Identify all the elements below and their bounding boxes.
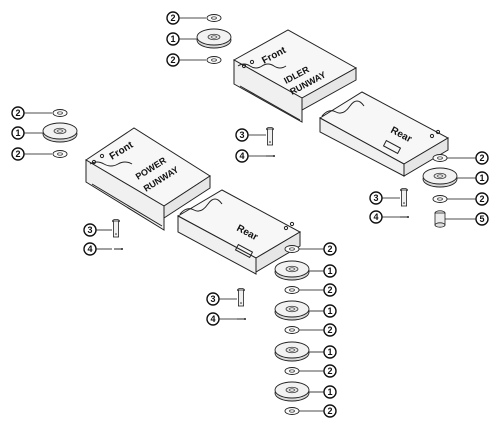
svg-text:1: 1: [327, 347, 332, 357]
svg-text:1: 1: [327, 266, 332, 276]
svg-text:3: 3: [210, 294, 215, 304]
callout-washer-left-2: 2: [11, 147, 52, 161]
power-rear-wheel-4: [274, 381, 310, 402]
callout-washer-bottom-5: 2: [299, 404, 337, 418]
svg-text:1: 1: [479, 173, 484, 183]
svg-text:1: 1: [15, 128, 20, 138]
power-front-wheel: [42, 122, 78, 143]
idler-rear-spacer: [434, 210, 446, 228]
callout-washer-bottom-2: 2: [299, 283, 337, 297]
power-front-washer-top: [52, 109, 68, 117]
power-rear-wheel-2: [274, 300, 310, 321]
svg-text:2: 2: [327, 366, 332, 376]
callout-cotter-left: 4: [83, 242, 112, 256]
idler-rear-pin: [400, 187, 408, 207]
callout-washer-bottom-4: 2: [299, 364, 337, 378]
svg-text:1: 1: [170, 34, 175, 44]
callout-washer-bottom-3: 2: [299, 323, 337, 337]
svg-text:1: 1: [327, 387, 332, 397]
callout-pin-left: 3: [83, 223, 112, 237]
callout-spacer-right: 5: [445, 212, 489, 226]
svg-text:2: 2: [170, 55, 175, 65]
callout-washer-right-1: 2: [447, 151, 489, 165]
power-runway-rear-section: Rear: [176, 189, 302, 275]
svg-text:4: 4: [239, 151, 244, 161]
callout-washer-bottom-1: 2: [299, 242, 337, 256]
idler-front-cotter: [265, 154, 276, 158]
callout-pin-bottom: 3: [206, 292, 237, 306]
idler-front-wheel: [196, 28, 232, 49]
callout-cotter-bottom: 4: [206, 312, 237, 326]
power-rear-wheel-1: [274, 260, 310, 281]
idler-runway-front-section: Front IDLER RUNWAY: [232, 29, 358, 123]
svg-text:1: 1: [327, 306, 332, 316]
power-rear-cotter: [236, 317, 247, 321]
power-rear-washer-3: [284, 326, 300, 334]
callout-cotter-right: 4: [369, 210, 400, 224]
idler-rear-cotter: [399, 215, 410, 219]
callout-washer-right-2: 2: [447, 192, 489, 206]
svg-text:4: 4: [373, 212, 378, 222]
idler-front-washer-bottom: [206, 56, 222, 64]
svg-text:2: 2: [327, 406, 332, 416]
callout-wheel-bottom-2: 1: [309, 304, 337, 318]
power-rear-washer-2: [284, 286, 300, 294]
svg-text:2: 2: [479, 153, 484, 163]
svg-text:3: 3: [373, 193, 378, 203]
callout-washer-top-center-1: 2: [166, 11, 206, 25]
callout-wheel-bottom-1: 1: [309, 264, 337, 278]
callout-wheel-left: 1: [11, 126, 43, 140]
idler-runway-rear-section: Rear: [319, 91, 450, 177]
power-rear-washer-4: [284, 367, 300, 375]
idler-rear-washer-top: [432, 154, 448, 162]
callout-wheel-bottom-3: 1: [309, 345, 337, 359]
idler-front-washer-top: [206, 14, 222, 22]
power-front-cotter: [113, 247, 124, 251]
power-rear-washer-1: [284, 245, 300, 253]
idler-front-pin: [266, 126, 274, 146]
idler-rear-washer-bottom: [432, 195, 448, 203]
svg-text:2: 2: [15, 108, 20, 118]
svg-text:2: 2: [15, 149, 20, 159]
svg-text:5: 5: [479, 214, 484, 224]
power-front-washer-bottom: [52, 150, 68, 158]
idler-rear-wheel: [422, 167, 458, 188]
svg-text:2: 2: [479, 194, 484, 204]
svg-text:4: 4: [210, 314, 215, 324]
callout-washer-top-center-2: 2: [166, 53, 206, 67]
svg-text:2: 2: [170, 13, 175, 23]
callout-pin-center: 3: [235, 128, 266, 142]
power-rear-wheel-3: [274, 341, 310, 362]
svg-text:2: 2: [327, 244, 332, 254]
svg-text:2: 2: [327, 325, 332, 335]
power-rear-pin: [237, 287, 245, 307]
svg-text:4: 4: [87, 244, 92, 254]
power-rear-washer-5: [284, 407, 300, 415]
callout-wheel-right: 1: [457, 171, 489, 185]
callout-cotter-center: 4: [235, 149, 266, 163]
svg-text:2: 2: [327, 285, 332, 295]
callout-wheel-bottom-4: 1: [309, 385, 337, 399]
svg-text:3: 3: [239, 130, 244, 140]
svg-text:3: 3: [87, 225, 92, 235]
power-runway-front-section: Front POWER RUNWAY: [85, 127, 211, 231]
callout-wheel-top-center: 1: [166, 32, 197, 46]
callout-washer-left-1: 2: [11, 106, 52, 120]
callout-pin-right: 3: [369, 191, 400, 205]
power-front-pin: [112, 218, 120, 238]
